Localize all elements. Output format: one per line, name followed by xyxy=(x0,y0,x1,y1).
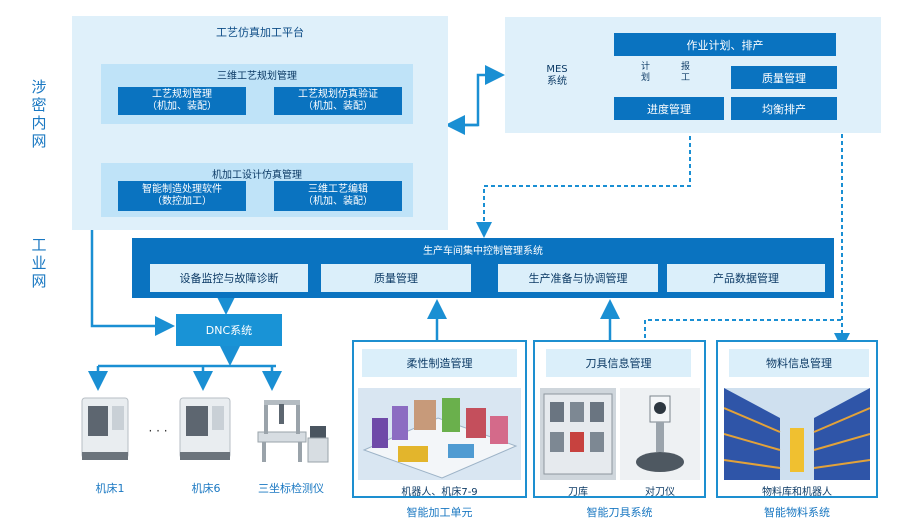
process-edit-line1: 三维工艺编辑 xyxy=(308,184,368,195)
central-control-title: 生产车间集中控制管理系统 xyxy=(423,246,543,257)
smart-material-system-label: 智能物料系统 xyxy=(764,506,830,519)
flexible-manufacturing-box[interactable]: 柔性制造管理 xyxy=(362,349,517,377)
process-planning-line2: （机加、装配） xyxy=(147,101,217,112)
material-info-management-box[interactable]: 物料信息管理 xyxy=(729,349,869,377)
smart-tool-system-label: 智能刀具系统 xyxy=(586,506,653,519)
machine-6-label: 机床6 xyxy=(191,482,221,495)
process-edit-box[interactable]: 三维工艺编辑 （机加、装配） xyxy=(274,181,402,211)
ellipsis-dots: · · · xyxy=(148,424,168,438)
dnc-system-box[interactable]: DNC系统 xyxy=(176,314,282,346)
simulation-verify-line1: 工艺规划仿真验证 xyxy=(298,89,378,100)
simulation-verify-line2: （机加、装配） xyxy=(303,101,373,112)
material-warehouse-caption: 物料库和机器人 xyxy=(762,487,832,498)
smart-software-line1: 智能制造处理软件 xyxy=(142,184,222,195)
balanced-scheduling-box[interactable]: 均衡排产 xyxy=(731,97,837,120)
machine-1-label: 机床1 xyxy=(95,482,125,495)
robot-machine-caption: 机器人、机床7-9 xyxy=(401,487,478,498)
tool-info-management-box[interactable]: 刀具信息管理 xyxy=(546,349,691,377)
machining-design-group-title: 机加工设计仿真管理 xyxy=(212,170,302,181)
report-vertical-label: 报工 xyxy=(681,62,691,83)
tool-magazine-caption: 刀库 xyxy=(568,487,588,498)
mes-label: MES 系统 xyxy=(536,64,578,88)
material-warehouse-image xyxy=(724,388,870,480)
smart-software-line2: （数控加工） xyxy=(152,196,212,207)
mes-label-line1: MES xyxy=(546,64,568,75)
secret-intranet-label: 涉密内网 xyxy=(31,78,47,150)
machine-tool-1-image xyxy=(78,392,134,466)
process-planning-group-title: 三维工艺规划管理 xyxy=(217,71,297,82)
process-edit-line2: （机加、装配） xyxy=(303,196,373,207)
production-preparation-module[interactable]: 生产准备与协调管理 xyxy=(498,264,658,292)
cmm-label: 三坐标检测仪 xyxy=(258,482,324,495)
platform-mes-link xyxy=(448,65,505,127)
process-planning-box[interactable]: 工艺规划管理 （机加、装配） xyxy=(118,87,246,115)
simulation-verify-box[interactable]: 工艺规划仿真验证 （机加、装配） xyxy=(274,87,402,115)
smart-manufacturing-software-box[interactable]: 智能制造处理软件 （数控加工） xyxy=(118,181,246,211)
mes-label-line2: 系统 xyxy=(547,76,567,87)
robot-machine-image xyxy=(358,388,521,480)
job-planning-box[interactable]: 作业计划、排产 xyxy=(614,33,836,56)
cmm-image xyxy=(252,392,332,466)
plan-vertical-label: 计划 xyxy=(641,62,651,83)
platform-title: 工艺仿真加工平台 xyxy=(216,26,304,39)
tool-presetter-caption: 对刀仪 xyxy=(645,487,675,498)
industrial-network-label: 工业网 xyxy=(31,236,47,290)
progress-management-box[interactable]: 进度管理 xyxy=(614,97,724,120)
equipment-monitoring-module[interactable]: 设备监控与故障诊断 xyxy=(150,264,308,292)
process-planning-line1: 工艺规划管理 xyxy=(152,89,212,100)
product-data-module[interactable]: 产品数据管理 xyxy=(667,264,825,292)
smart-machining-cell-label: 智能加工单元 xyxy=(406,506,473,519)
tool-presetter-image xyxy=(620,388,700,480)
machine-tool-6-image xyxy=(176,392,236,466)
central-quality-module[interactable]: 质量管理 xyxy=(321,264,471,292)
tool-magazine-image xyxy=(540,388,616,480)
mes-quality-box[interactable]: 质量管理 xyxy=(731,66,837,89)
